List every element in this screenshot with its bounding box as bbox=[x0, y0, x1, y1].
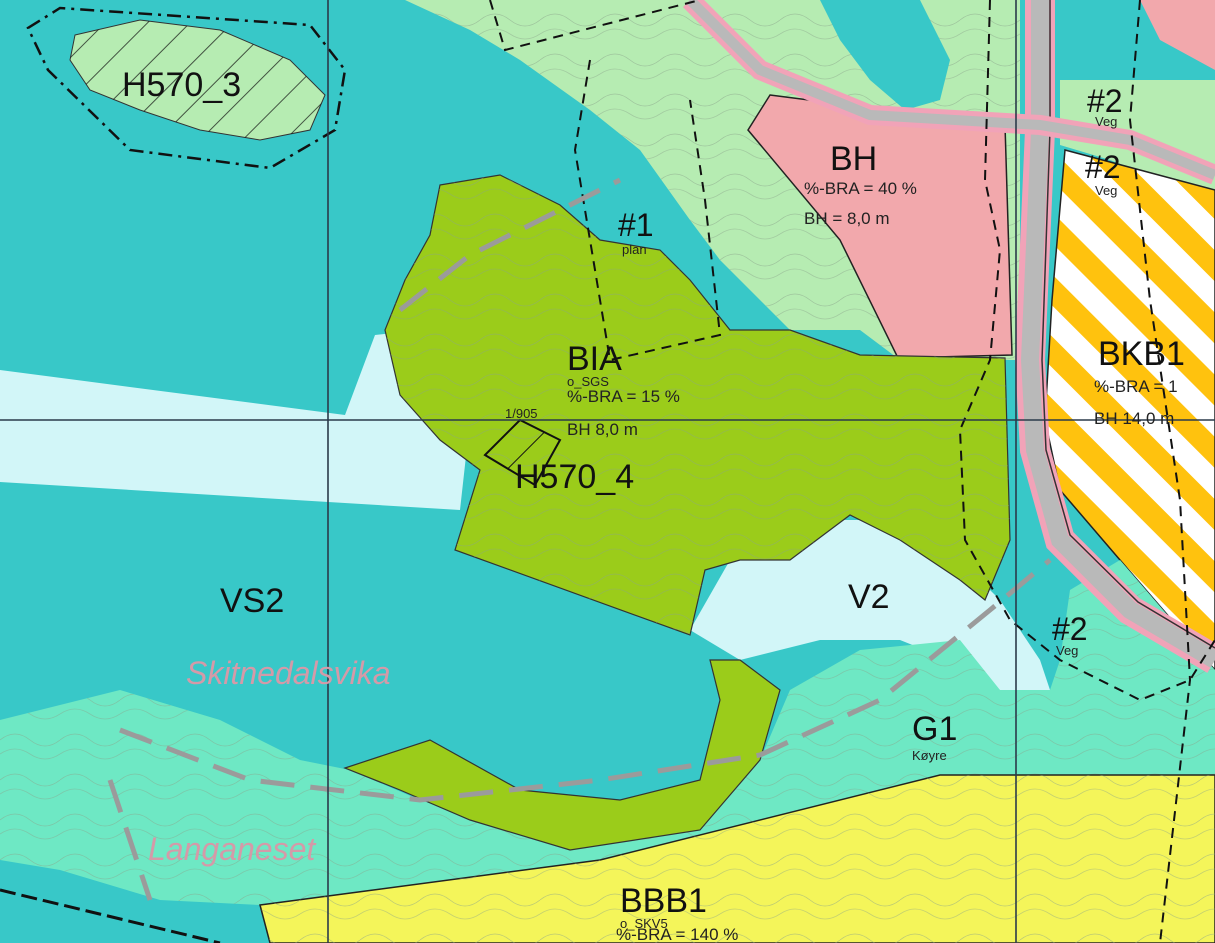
label-g1-sub: Køyre bbox=[912, 748, 947, 763]
label-bia-height: BH 8,0 m bbox=[567, 420, 638, 439]
road-branch-core bbox=[686, 0, 1215, 180]
label-veg2-top: #2 bbox=[1087, 83, 1123, 119]
zone-h570-3-hatch bbox=[70, 20, 325, 140]
zone-bbb1-contours bbox=[260, 775, 1215, 943]
label-vs2: VS2 bbox=[220, 582, 284, 620]
label-bbb1: BBB1 bbox=[620, 882, 707, 920]
label-h570-3: H570_3 bbox=[122, 66, 241, 104]
label-langaneset: Langaneset bbox=[148, 831, 316, 867]
green-peninsula-south bbox=[343, 659, 781, 851]
pink-area-northeast bbox=[1140, 0, 1215, 70]
boundary-plan-1 bbox=[573, 59, 722, 362]
boundary-southwest bbox=[0, 888, 221, 943]
lake-north bbox=[820, 0, 950, 110]
boundary-plan-4 bbox=[489, 0, 701, 52]
label-bkb1-bra: %-BRA = 1 bbox=[1094, 377, 1178, 396]
label-bh-bra: %-BRA = 40 % bbox=[804, 179, 917, 198]
label-bh: BH bbox=[830, 140, 877, 178]
zone-g1-contours bbox=[0, 560, 1215, 905]
route-line-gray-north bbox=[398, 177, 622, 312]
label-bh-height: BH = 8,0 m bbox=[804, 209, 890, 228]
boundary-plan-2 bbox=[958, 0, 1215, 702]
label-bia: BIA bbox=[567, 340, 622, 378]
label-g1: G1 bbox=[912, 710, 957, 748]
zone-bia-contours bbox=[385, 175, 1010, 635]
label-veg2-mid: #2 bbox=[1085, 149, 1121, 185]
label-bbb1-bra: %-BRA = 140 % bbox=[616, 925, 738, 943]
label-veg2-low-sub: Veg bbox=[1056, 643, 1078, 658]
zone-bkb1-area bbox=[1044, 149, 1215, 672]
zone-h570-3-boundary bbox=[26, 6, 347, 170]
zone-h570-4-hatch bbox=[483, 418, 562, 487]
label-bia-bra: %-BRA = 15 % bbox=[567, 387, 680, 406]
label-bbb1-sub: o_SKV5 bbox=[620, 916, 668, 931]
label-sgs-small: 1/905 bbox=[505, 406, 538, 421]
label-veg2-low: #2 bbox=[1052, 611, 1088, 647]
label-bkb1-height: BH 14,0 m bbox=[1094, 409, 1174, 428]
route-line-gray-west bbox=[107, 779, 153, 901]
label-veg2-mid-sub: Veg bbox=[1095, 183, 1117, 198]
label-bia-sub: o_SGS bbox=[567, 374, 609, 389]
label-plan-1: #1 bbox=[618, 207, 654, 243]
label-bkb1: BKB1 bbox=[1098, 335, 1185, 373]
label-h570-4: H570_4 bbox=[515, 458, 634, 496]
label-veg2-top-sub: Veg bbox=[1095, 114, 1117, 129]
label-plan-1-sub: plan bbox=[622, 242, 647, 257]
route-line-gray bbox=[119, 558, 1052, 803]
label-v2: V2 bbox=[848, 578, 890, 616]
label-skitnedalsvika: Skitnedalsvika bbox=[186, 655, 391, 691]
